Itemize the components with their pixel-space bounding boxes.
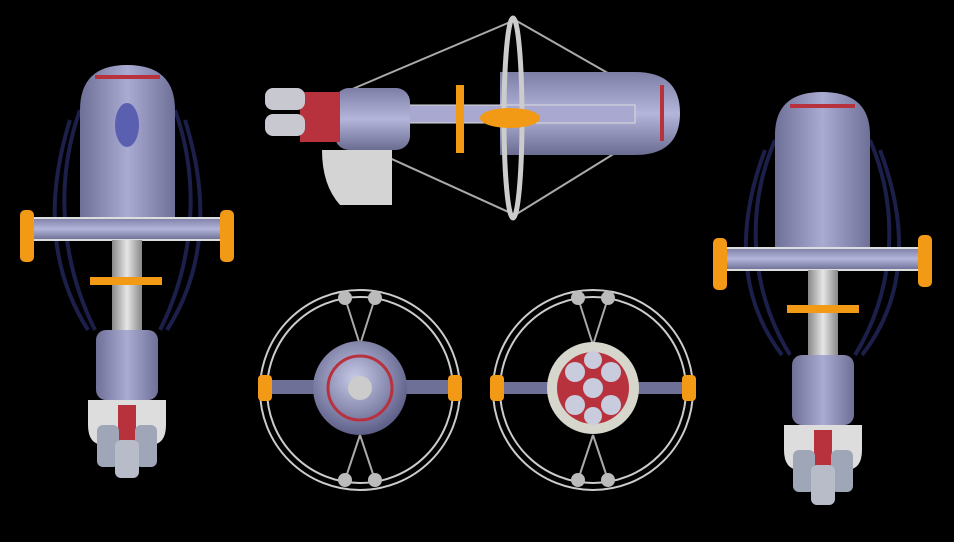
nozzle	[265, 114, 305, 136]
orange-ring	[456, 85, 464, 153]
orange-pod-right	[448, 375, 462, 401]
engine-module	[335, 88, 410, 150]
stem	[808, 270, 838, 360]
nozzle	[811, 465, 835, 505]
orange-pod-right	[918, 235, 932, 287]
ship-rear-view	[258, 289, 462, 491]
nozzle	[265, 88, 305, 110]
lower-module	[96, 330, 158, 400]
nozzle	[793, 450, 815, 492]
nozzle	[565, 395, 585, 415]
nozzle	[135, 425, 157, 467]
ship-engine-view	[490, 289, 696, 491]
nozzle	[601, 395, 621, 415]
orange-ring	[787, 305, 859, 313]
orange-pod-left	[713, 238, 727, 290]
nozzle	[831, 450, 853, 492]
orange-hub	[480, 108, 540, 128]
nozzle	[601, 362, 621, 382]
crossbar	[719, 247, 926, 271]
orange-ring	[90, 277, 162, 285]
ship-back-view-right	[713, 92, 932, 505]
crossbar	[24, 217, 231, 241]
orange-pod-right	[682, 375, 696, 401]
nozzle	[565, 362, 585, 382]
ship-side-view-top	[265, 15, 680, 221]
hatch	[115, 103, 139, 147]
capsule-hull	[775, 92, 870, 250]
orange-pod-left	[490, 375, 504, 401]
orange-pod-right	[220, 210, 234, 262]
nozzle	[97, 425, 119, 467]
nozzle	[583, 378, 603, 398]
nozzle	[584, 407, 602, 425]
orange-pod-left	[258, 375, 272, 401]
lower-module	[792, 355, 854, 425]
nozzle	[584, 351, 602, 369]
nozzle	[115, 440, 139, 478]
ship-front-view-left	[20, 65, 234, 478]
orange-pod-left	[20, 210, 34, 262]
fin	[322, 150, 392, 205]
stem	[112, 240, 142, 335]
